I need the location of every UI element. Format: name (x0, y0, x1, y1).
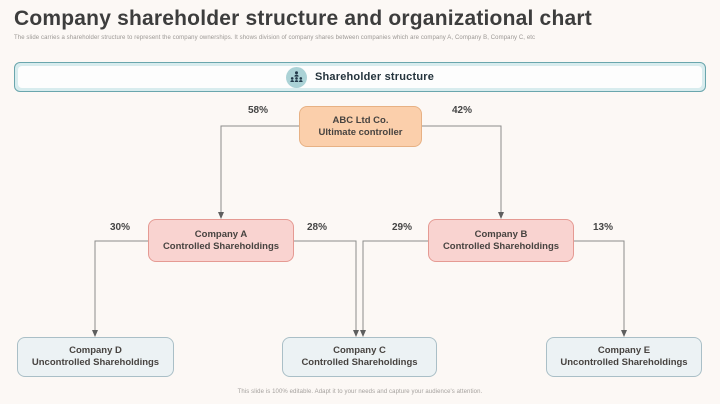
node-subtitle: Controlled Shareholdings (162, 240, 280, 252)
banner-inner: Shareholder structure (18, 66, 702, 88)
node-subtitle: Controlled Shareholdings (442, 240, 560, 252)
node-title: Company B (474, 228, 528, 240)
ownership-percent-abc-to-a: 58% (247, 105, 268, 116)
ownership-percent-abc-to-b: 42% (451, 105, 472, 116)
node-company-d: Company D Uncontrolled Shareholdings (17, 337, 174, 377)
node-title: ABC Ltd Co. (332, 114, 389, 126)
node-subtitle: Ultimate controller (318, 126, 403, 138)
shareholder-structure-banner: Shareholder structure (14, 62, 706, 92)
node-company-b: Company B Controlled Shareholdings (428, 219, 574, 262)
ownership-percent-a-to-c: 28% (306, 222, 327, 233)
node-company-a: Company A Controlled Shareholdings (148, 219, 294, 262)
people-group-glyph (290, 71, 303, 82)
banner-title: Shareholder structure (314, 71, 435, 83)
slide-footer-note: This slide is 100% editable. Adapt it to… (237, 389, 483, 395)
ownership-percent-b-to-c: 29% (391, 222, 412, 233)
node-abc-ltd-ultimate-controller: ABC Ltd Co. Ultimate controller (299, 106, 422, 147)
slide-subtitle: The slide carries a shareholder structur… (14, 35, 536, 41)
node-title: Company E (597, 345, 651, 357)
node-subtitle: Uncontrolled Shareholdings (560, 357, 688, 368)
node-subtitle: Controlled Shareholdings (301, 357, 418, 368)
ownership-percent-b-to-e: 13% (592, 222, 613, 233)
people-group-icon (285, 66, 307, 88)
node-subtitle: Uncontrolled Shareholdings (31, 357, 160, 368)
node-company-e: Company E Uncontrolled Shareholdings (546, 337, 702, 377)
page-title: Company shareholder structure and organi… (14, 7, 592, 30)
node-company-c: Company C Controlled Shareholdings (282, 337, 437, 377)
node-title: Company A (194, 228, 248, 240)
node-title: Company C (333, 345, 386, 357)
ownership-percent-a-to-d: 30% (109, 222, 130, 233)
node-title: Company D (69, 345, 122, 357)
